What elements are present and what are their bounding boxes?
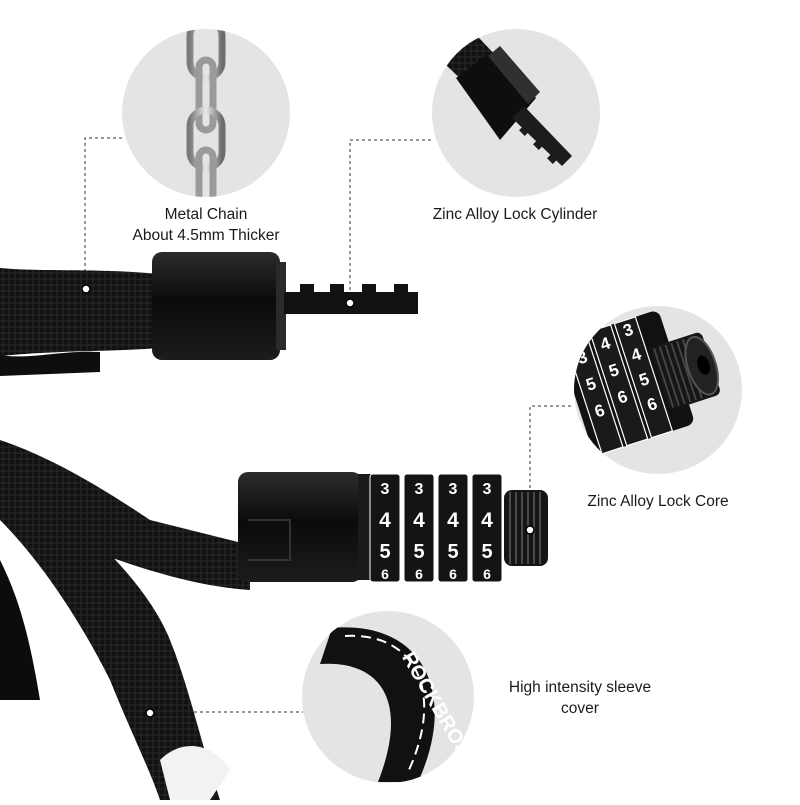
feature-label-core: Zinc Alloy Lock Core bbox=[548, 491, 768, 512]
dial-digit: 3 bbox=[381, 481, 390, 498]
dial-digit: 3 bbox=[483, 481, 492, 498]
dial-digit: 5 bbox=[413, 541, 424, 563]
combination-lock: 3 3 3 3 4 4 4 4 5 5 5 5 6 6 6 6 bbox=[238, 472, 548, 583]
dial-digit: 5 bbox=[481, 541, 492, 563]
pointer-dot bbox=[345, 298, 355, 308]
dial-digit: 5 bbox=[447, 541, 458, 563]
dial-digit: 6 bbox=[415, 566, 423, 582]
lock-core-icon: 3 5 6 4 5 6 3 4 5 6 bbox=[574, 306, 742, 474]
dial-digit: 4 bbox=[379, 509, 391, 532]
dial-digit: 4 bbox=[447, 509, 459, 532]
feature-label-line: About 4.5mm Thicker bbox=[132, 227, 280, 244]
feature-label-cylinder: Zinc Alloy Lock Cylinder bbox=[390, 204, 640, 225]
dial-digit: 6 bbox=[483, 566, 491, 582]
dial-digit: 4 bbox=[413, 509, 425, 532]
dial-digit: 3 bbox=[415, 481, 424, 498]
feature-label-line: Zinc Alloy Lock Core bbox=[587, 493, 729, 510]
dial-digit: 6 bbox=[381, 566, 389, 582]
sleeve-icon: ROCKBROS bbox=[302, 611, 474, 783]
feature-label-line: Zinc Alloy Lock Cylinder bbox=[432, 206, 598, 223]
chain-sleeve bbox=[0, 440, 250, 800]
pointer-dot bbox=[145, 708, 155, 718]
pointer-dot bbox=[81, 284, 91, 294]
dial-digit: 6 bbox=[449, 566, 457, 582]
feature-label-chain: Metal Chain About 4.5mm Thicker bbox=[96, 204, 316, 246]
dial-digit: 4 bbox=[481, 509, 493, 532]
dial-digit: 5 bbox=[379, 541, 390, 563]
dial-wheels bbox=[369, 473, 503, 583]
dial-digit: 3 bbox=[449, 481, 458, 498]
feature-label-sleeve: High intensity sleeve cover bbox=[470, 677, 690, 719]
feature-label-line: High intensity sleeve bbox=[508, 679, 652, 696]
chain-icon bbox=[122, 29, 290, 197]
feature-label-line: Metal Chain bbox=[164, 206, 248, 223]
feature-label-line: cover bbox=[561, 700, 599, 717]
lock-cylinder-icon bbox=[432, 29, 600, 197]
pointer-dot bbox=[525, 525, 535, 535]
upper-lock-body bbox=[0, 252, 418, 376]
